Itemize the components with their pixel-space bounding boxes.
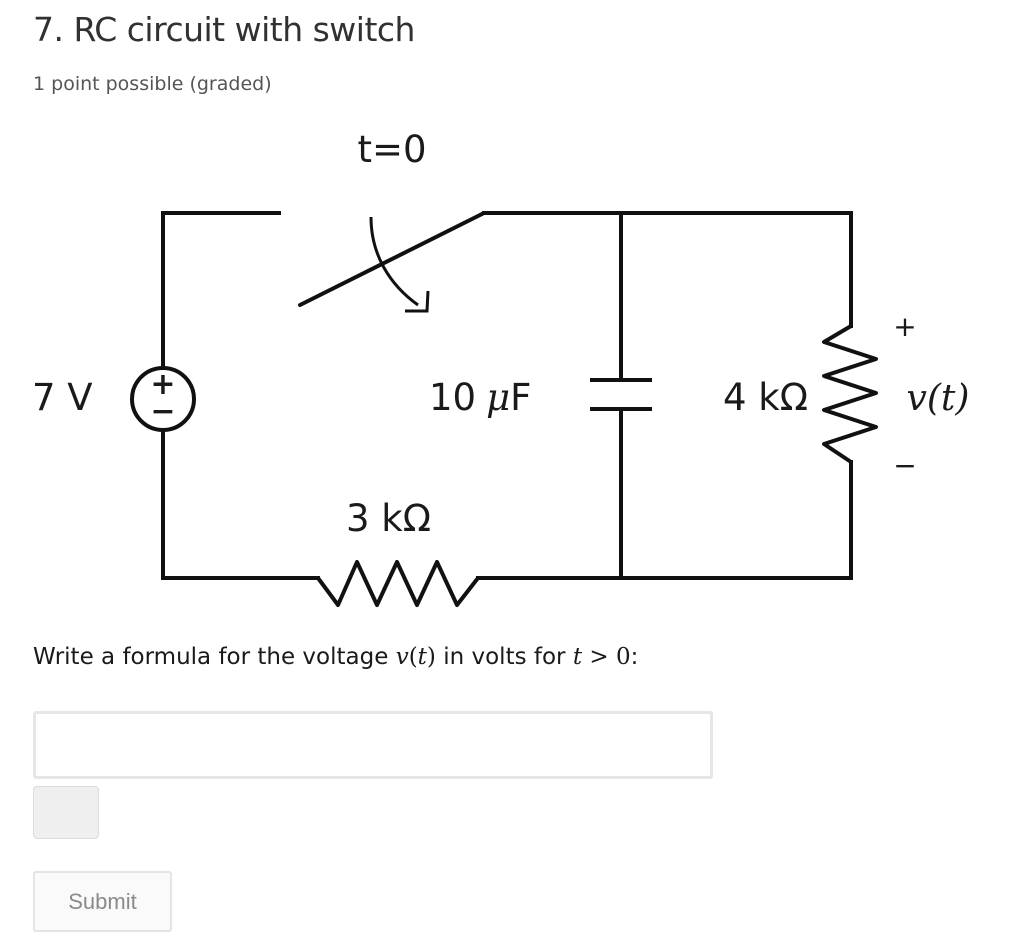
voltage-source-plus: +: [150, 367, 175, 402]
output-voltage-label: v(t): [907, 378, 970, 419]
shunt-resistor-zigzag: [822, 324, 878, 464]
question-condition: t > 0: [573, 644, 631, 670]
question-text-before: Write a formula for the voltage: [33, 644, 396, 670]
output-plus-sign: +: [893, 310, 916, 343]
question-var-v: v: [395, 644, 409, 670]
source-voltage-label: 7 V: [32, 376, 93, 419]
question-text-middle: in volts for: [435, 644, 573, 670]
problem-progress: 1 point possible (graded): [33, 73, 272, 95]
series-resistor-label: 3 kΩ: [346, 497, 431, 540]
wire-left-bottom: [161, 428, 320, 580]
question-cond-var: t: [572, 644, 583, 670]
output-minus-sign: −: [893, 449, 916, 482]
question-voltage-expression: v(t): [396, 644, 436, 670]
capacitor-label-farad: F: [510, 376, 531, 419]
answer-input[interactable]: [33, 711, 713, 779]
wire-bottom: [476, 460, 853, 580]
problem-title: 7. RC circuit with switch: [33, 10, 415, 49]
wire-top: [482, 211, 853, 328]
question-text-after: :: [630, 644, 639, 670]
question-var-t: t: [417, 644, 427, 670]
switch-arrowhead: [405, 290, 430, 313]
question-paren-open: (: [408, 644, 418, 670]
question-prompt: Write a formula for the voltage v(t) in …: [33, 644, 638, 670]
wire-left-top: [161, 211, 281, 370]
question-paren-close: ): [426, 644, 436, 670]
formula-preview-box: [33, 786, 99, 839]
switch-blade: [298, 211, 486, 307]
voltage-source-minus: −: [150, 394, 175, 429]
series-resistor-zigzag: [316, 560, 480, 607]
voltage-source-circle: [130, 366, 196, 432]
submit-button[interactable]: Submit: [33, 871, 172, 932]
capacitor-label-mu: μ: [486, 376, 510, 419]
question-cond-val: 0: [615, 644, 631, 670]
capacitor-label-number: 10: [429, 376, 476, 419]
shunt-resistor-label: 4 kΩ: [723, 376, 808, 419]
question-cond-op: >: [582, 644, 616, 670]
switch-time-label: t=0: [357, 128, 426, 171]
switch-arrow: [369, 216, 419, 307]
